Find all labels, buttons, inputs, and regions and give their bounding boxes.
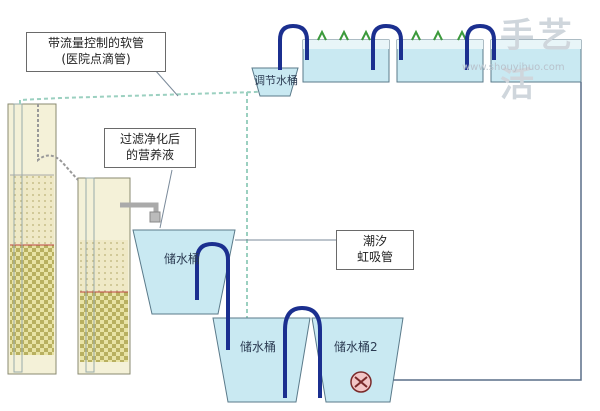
hose-callout-line2: (医院点滴管) xyxy=(61,52,131,66)
hose-callout-line1: 带流量控制的软管 xyxy=(47,36,144,50)
adjust-tank-label: 调节水桶 xyxy=(254,74,298,87)
column-link-tube xyxy=(37,104,79,181)
grow-tray-1 xyxy=(302,29,390,83)
grow-tray-3 xyxy=(490,39,582,83)
storage-tank-3-label: 储水桶2 xyxy=(334,340,378,354)
outlet-tap xyxy=(149,211,161,223)
filtered-callout-line2: 的营养液 xyxy=(125,148,174,162)
siphon-tube-tray1 xyxy=(278,23,309,70)
filter-column-large xyxy=(7,103,57,375)
watermark-title: 手艺活 xyxy=(500,16,576,105)
storage-tank-1-label: 储水桶 xyxy=(164,252,201,266)
tide-callout: 潮汐 虹吸管 xyxy=(336,230,414,270)
grow-tray-2 xyxy=(396,29,484,83)
flow-control-hose xyxy=(19,89,276,104)
filter-column-small xyxy=(77,177,131,375)
siphon-tube-bucket1 xyxy=(195,241,230,350)
tide-callout-line1: 潮汐 xyxy=(362,234,387,248)
hose-pointer xyxy=(154,69,179,97)
siphon-tube-tray2 xyxy=(371,23,403,70)
filtered-callout-line1: 过滤净化后 xyxy=(119,132,180,146)
pump-icon xyxy=(350,371,372,393)
siphon-tube-tray3 xyxy=(465,23,496,70)
filtered-callout: 过滤净化后 的营养液 xyxy=(104,128,196,168)
adjust-bucket xyxy=(251,67,299,97)
return-frame-line xyxy=(372,82,582,381)
siphon-tube-bucket2 xyxy=(283,305,322,398)
filtered-pointer xyxy=(159,169,173,229)
watermark-url: www.shouyihuo.com xyxy=(462,62,565,73)
tide-callout-line2: 虹吸管 xyxy=(356,250,393,264)
storage-bucket-1 xyxy=(132,229,236,315)
storage-tank-2-label: 储水桶 xyxy=(240,340,277,354)
hose-callout: 带流量控制的软管 (医院点滴管) xyxy=(26,32,166,72)
